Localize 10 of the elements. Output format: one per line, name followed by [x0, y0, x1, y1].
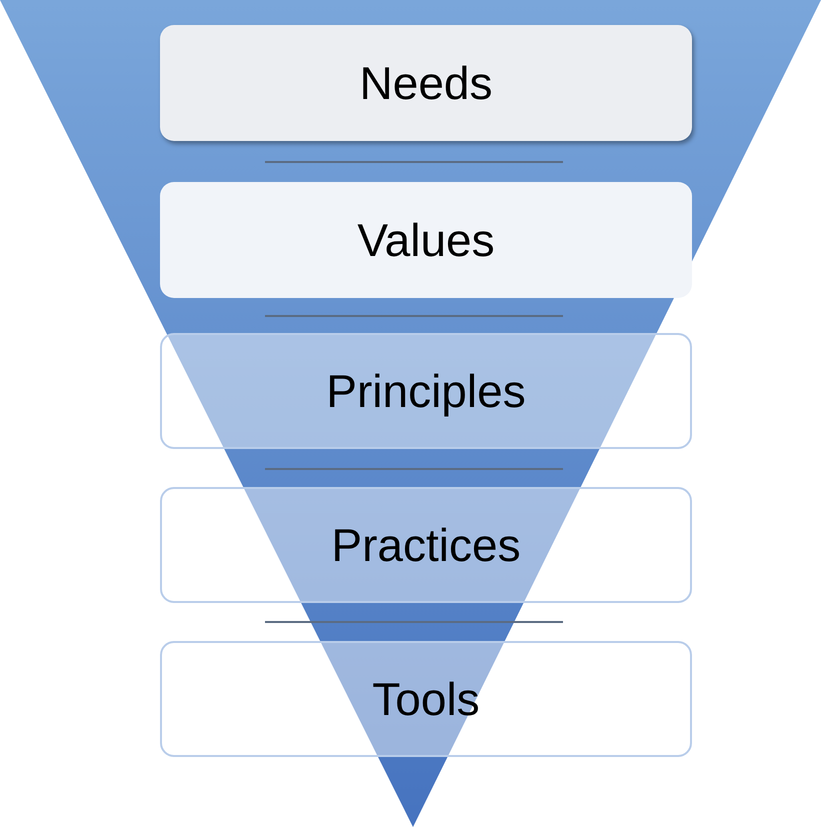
level-label: Practices	[331, 522, 521, 568]
level-box	[160, 182, 692, 298]
level-label: Needs	[360, 60, 492, 106]
level-box	[160, 487, 692, 603]
level-box	[160, 333, 692, 449]
level-label: Values	[357, 217, 495, 263]
level-label: Principles	[326, 368, 526, 414]
level-box	[160, 641, 692, 757]
level-box	[160, 25, 692, 141]
level-label: Tools	[372, 676, 480, 722]
